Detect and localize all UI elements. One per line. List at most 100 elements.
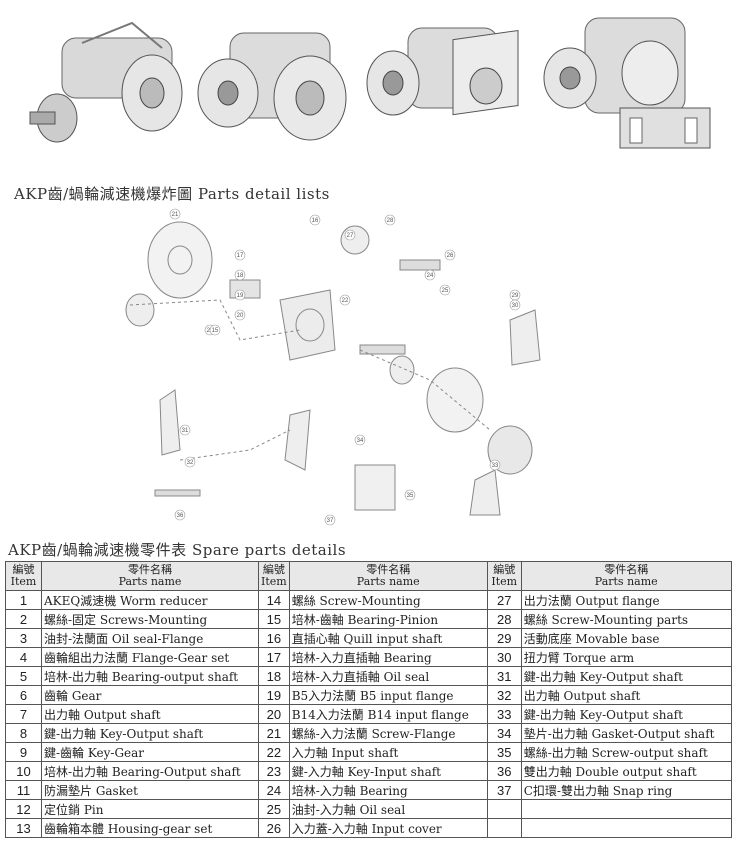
part-name (520, 818, 732, 838)
callout-label: 20 (237, 313, 244, 319)
exploded-view-heading: AKP齒/蝸輪減速機爆炸圖 Parts detail lists (14, 185, 330, 203)
callout-label: 31 (182, 428, 189, 434)
callout-label: 37 (327, 518, 334, 524)
part-name: 油封-入力軸 Oil seal (288, 799, 488, 819)
product-photos (0, 0, 741, 170)
callout-circle (404, 489, 416, 501)
part-name: 墊片-出力軸 Gasket-Output shaft (520, 723, 732, 743)
part-name: 入力軸 Input shaft (288, 742, 488, 762)
spare-parts-heading: AKP齒/蝸輪減速機零件表 Spare parts details (8, 541, 347, 559)
part-item-number: 5 (5, 666, 42, 686)
part-name: 培林-入力直插軸 Bearing (288, 647, 488, 667)
part-name: C扣環-雙出力軸 Snap ring (520, 780, 732, 800)
part-item-number: 20 (258, 704, 290, 724)
part-item-number: 24 (258, 780, 290, 800)
part-name: 出力軸 Output shaft (520, 685, 732, 705)
part-item-number: 13 (5, 818, 42, 838)
part-name: 防漏墊片 Gasket (41, 780, 259, 800)
part-item-number: 26 (258, 818, 290, 838)
part-item-number: 17 (258, 647, 290, 667)
part-name: 鍵-齒輪 Key-Gear (41, 742, 259, 762)
part-item-number: 2 (5, 609, 42, 629)
part-item-number: 19 (258, 685, 290, 705)
part-name: 培林-齒軸 Bearing-Pinion (288, 609, 488, 629)
part-name: 培林-入力直插軸 Oil seal (288, 666, 488, 686)
part-item-number: 23 (258, 761, 290, 781)
reducer-photo-4 (535, 8, 715, 158)
part-name: 齒輪箱本體 Housing-gear set (41, 818, 259, 838)
callout-label: 15 (212, 328, 219, 334)
callout-circle (209, 324, 221, 336)
part-item-number: 1 (5, 590, 42, 610)
callout-circle (339, 294, 351, 306)
part-item-number: 35 (486, 742, 522, 762)
part-name: 扭力臂 Torque arm (520, 647, 732, 667)
part-name: 雙出力軸 Double output shaft (520, 761, 732, 781)
callout-circle (344, 229, 356, 241)
part-name: 螺絲 Screw-Mounting parts (520, 609, 732, 629)
callout-circle (324, 514, 336, 526)
part-item-number: 4 (5, 647, 42, 667)
exploded-diagram: 2117181920232728293031323334353637151622… (100, 200, 580, 535)
callout-label: 34 (357, 438, 364, 444)
callout-circle (509, 299, 521, 311)
part-item-number: 32 (486, 685, 522, 705)
part-name: 培林-出力軸 Bearing-output shaft (41, 666, 259, 686)
callout-circle (234, 289, 246, 301)
part-item-number: 10 (5, 761, 42, 781)
part-item-number: 15 (258, 609, 290, 629)
callout-label: 21 (172, 212, 179, 218)
callout-label: 33 (492, 463, 499, 469)
part-name: 螺絲-入力法蘭 Screw-Flange (288, 723, 488, 743)
callout-circle (234, 269, 246, 281)
part-item-number: 14 (258, 590, 290, 610)
part-item-number: 28 (486, 609, 522, 629)
callout-label: 32 (187, 460, 194, 466)
part-item-number: 16 (258, 628, 290, 648)
callout-label: 19 (237, 293, 244, 299)
callout-label: 30 (512, 303, 519, 309)
part-name: B5入力法蘭 B5 input flange (288, 685, 488, 705)
reducer-photo-1 (22, 8, 187, 158)
callout-circle (354, 434, 366, 446)
part-item-number: 31 (486, 666, 522, 686)
part-name: 鍵-出力軸 Key-Output shaft (41, 723, 259, 743)
part-name: 直插心軸 Quill input shaft (288, 628, 488, 648)
part-item-number: 21 (258, 723, 290, 743)
part-name: AKEQ減速機 Worm reducer (41, 590, 259, 610)
part-item-number: 6 (5, 685, 42, 705)
callout-label: 22 (342, 298, 349, 304)
part-name: 螺絲-出力軸 Screw-output shaft (520, 742, 732, 762)
part-name: 定位銷 Pin (41, 799, 259, 819)
callout-label: 36 (177, 513, 184, 519)
callout-circle (184, 456, 196, 468)
part-name: 培林-出力軸 Bearing-Output shaft (41, 761, 259, 781)
callout-label: 27 (347, 233, 354, 239)
callout-label: 35 (407, 493, 414, 499)
callout-circle (169, 208, 181, 220)
callout-circle (384, 214, 396, 226)
callout-circle (174, 509, 186, 521)
part-name: 油封-法蘭面 Oil seal-Flange (41, 628, 259, 648)
part-name: 出力法蘭 Output flange (520, 590, 732, 610)
callout-label: 18 (237, 273, 244, 279)
part-item-number: 8 (5, 723, 42, 743)
callout-label: 25 (442, 288, 449, 294)
callout-circle (179, 424, 191, 436)
part-item-number: 7 (5, 704, 42, 724)
part-name: 鍵-出力軸 Key-Output shaft (520, 666, 732, 686)
part-item-number: 27 (486, 590, 522, 610)
reducer-photo-2 (190, 8, 355, 158)
